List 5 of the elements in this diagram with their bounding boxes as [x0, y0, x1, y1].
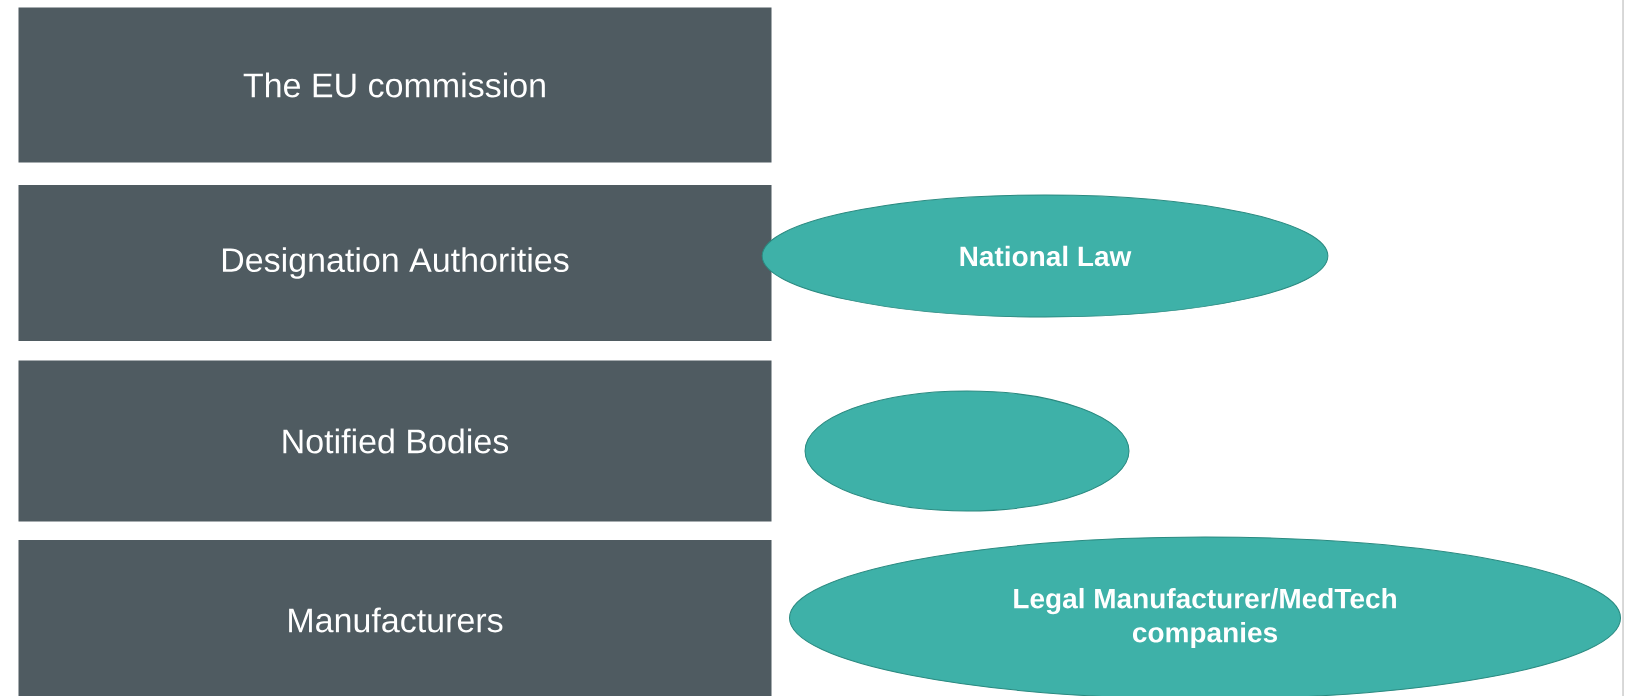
entity-ellipse [804, 390, 1130, 512]
layer-box: The EU commission [18, 7, 772, 163]
layer-box: Designation Authorities [18, 185, 772, 341]
layer-box: Manufacturers [18, 540, 772, 696]
layer-box: Notified Bodies [18, 360, 772, 522]
